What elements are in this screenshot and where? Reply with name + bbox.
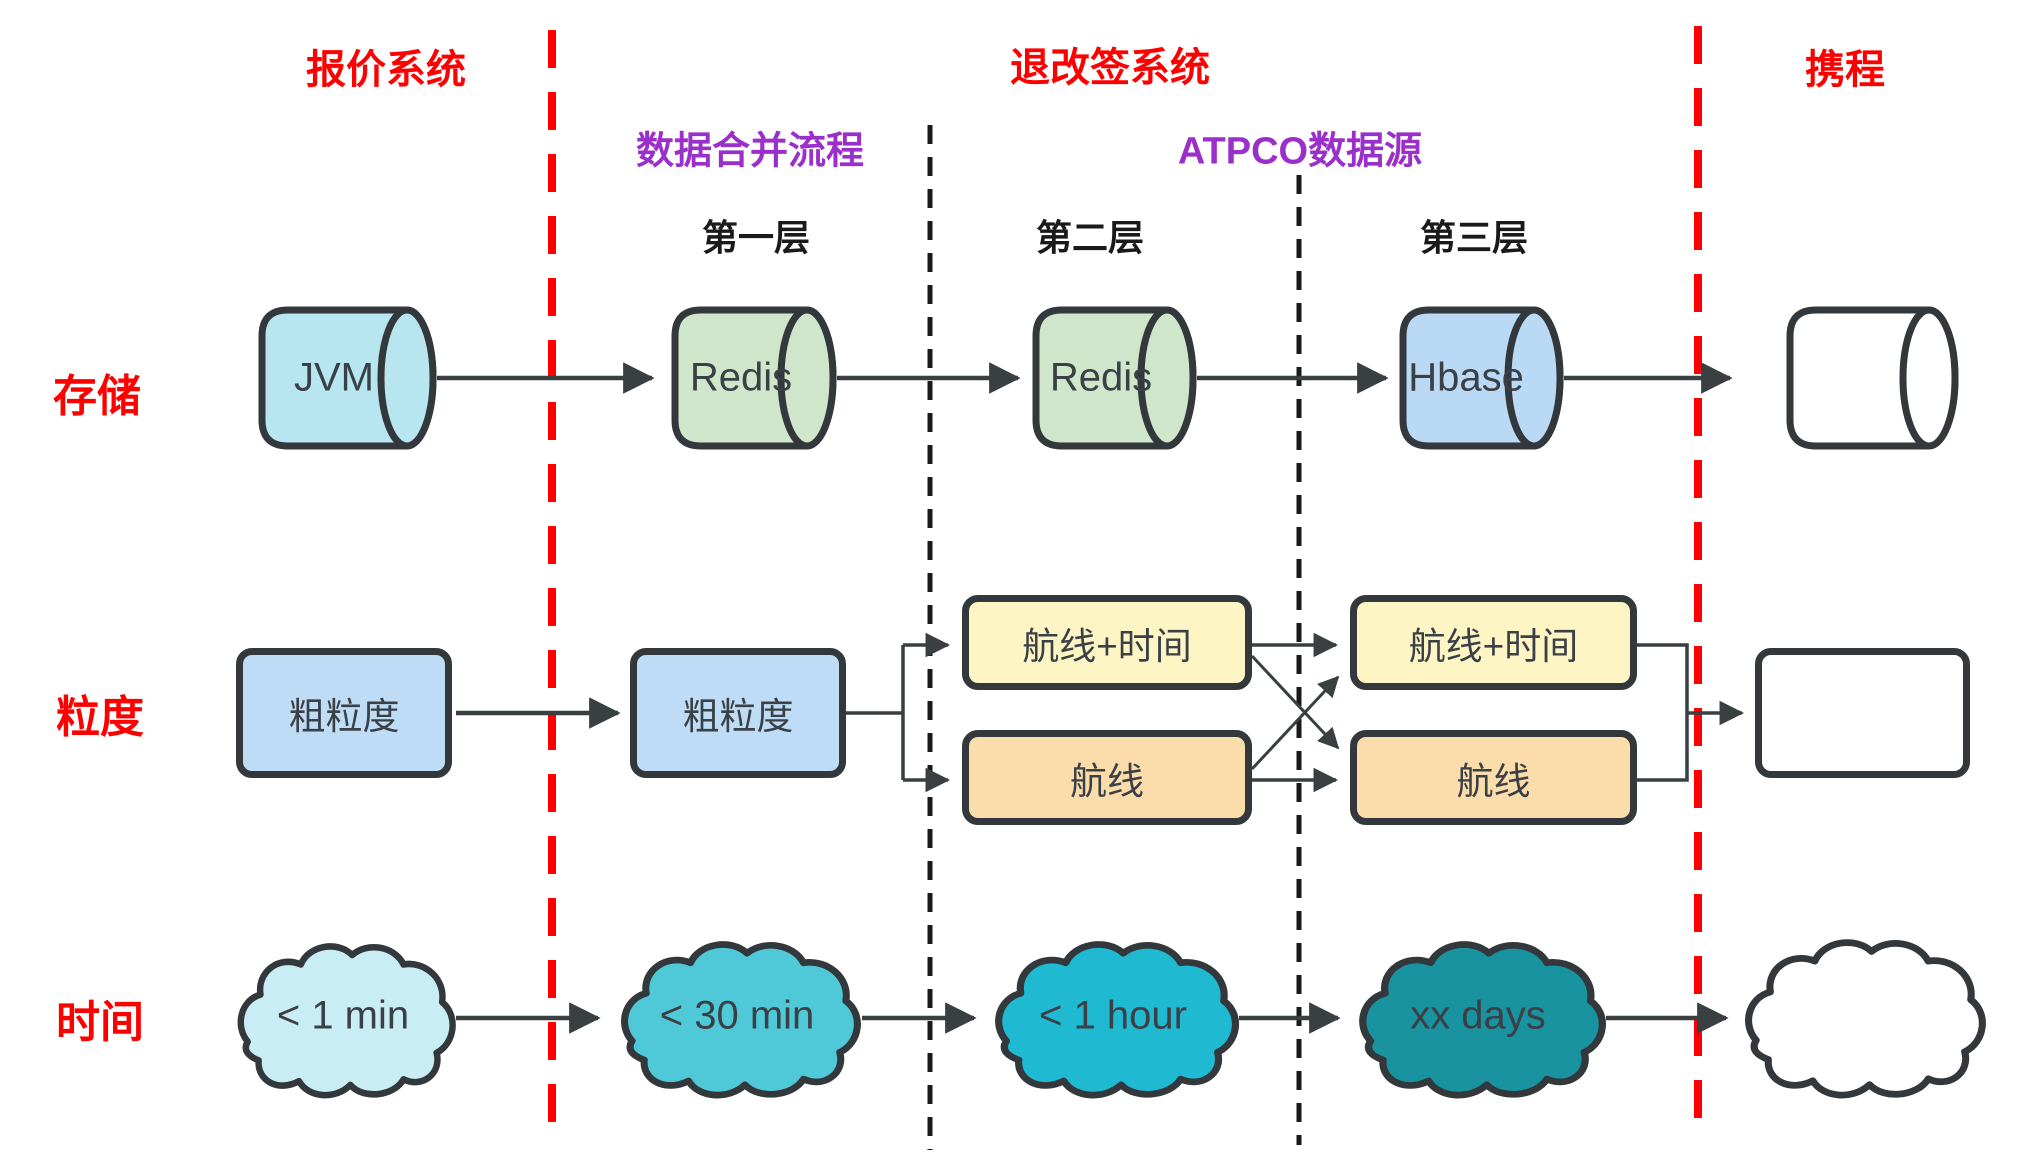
cylinder-hbase-label: Hbase	[1408, 355, 1524, 400]
cylinder-hbase	[1399, 306, 1564, 450]
tier-title-3: 第三层	[1419, 217, 1529, 258]
box-coarse-granularity-2: 粗粒度	[630, 648, 846, 778]
region-title-ctrip: 携程	[1805, 48, 1885, 92]
cylinder-redis-1	[671, 306, 837, 450]
arrow-routetime2-route3-cross	[1250, 654, 1340, 750]
cloud-xxdays-label: xx days	[1410, 993, 1546, 1038]
box-route-tier2-label: 航线	[1070, 760, 1144, 802]
box-coarse-granularity-1-label: 粗粒度	[288, 696, 400, 737]
granularity-connectors	[456, 632, 1745, 793]
subheader-atpco-source: ATPCO数据源	[1177, 130, 1423, 173]
box-ctrip-granularity-blank	[1755, 648, 1970, 778]
box-coarse-granularity-2-label: 粗粒度	[682, 696, 794, 737]
collector-lines	[1637, 643, 1689, 782]
box-route-tier3-label: 航线	[1456, 760, 1531, 802]
tier-title-1: 第一层	[701, 217, 811, 258]
row-label-storage: 存储	[53, 372, 141, 421]
cloud-1min-label: < 1 min	[276, 993, 410, 1038]
region-title-refund-system: 退改签系统	[1010, 46, 1210, 90]
box-route-time-tier3-label: 航线+时间	[1408, 625, 1579, 667]
cloud-30min-label: < 30 min	[659, 993, 815, 1038]
cloud-ctrip-blank	[1749, 943, 1983, 1095]
box-coarse-granularity-1: 粗粒度	[236, 648, 452, 778]
cylinder-jvm-label: JVM	[294, 355, 374, 400]
cylinder-redis-2-label: Redis	[1049, 355, 1153, 400]
tier-title-2: 第二层	[1035, 217, 1145, 258]
cylinder-redis-1-label: Redis	[689, 355, 793, 400]
fork-lines	[846, 645, 905, 780]
box-route-time-tier2-label: 航线+时间	[1022, 625, 1192, 667]
row-label-granularity: 粒度	[56, 693, 144, 742]
region-title-quote-system: 报价系统	[306, 48, 466, 92]
cylinder-ctrip-blank	[1786, 306, 1959, 450]
subheader-data-merge-flow: 数据合并流程	[635, 130, 865, 173]
box-route-time-tier2: 航线+时间	[962, 595, 1252, 690]
cylinder-redis-2	[1032, 306, 1197, 450]
cylinder-jvm	[258, 306, 437, 450]
box-route-tier3: 航线	[1350, 730, 1637, 825]
row-label-time: 时间	[56, 998, 144, 1047]
box-route-tier2: 航线	[962, 730, 1252, 825]
box-route-time-tier3: 航线+时间	[1350, 595, 1637, 690]
cloud-1hour-label: < 1 hour	[1039, 993, 1187, 1038]
arrow-route2-routetime3-cross	[1250, 675, 1340, 771]
storage-cylinders	[258, 306, 1959, 450]
